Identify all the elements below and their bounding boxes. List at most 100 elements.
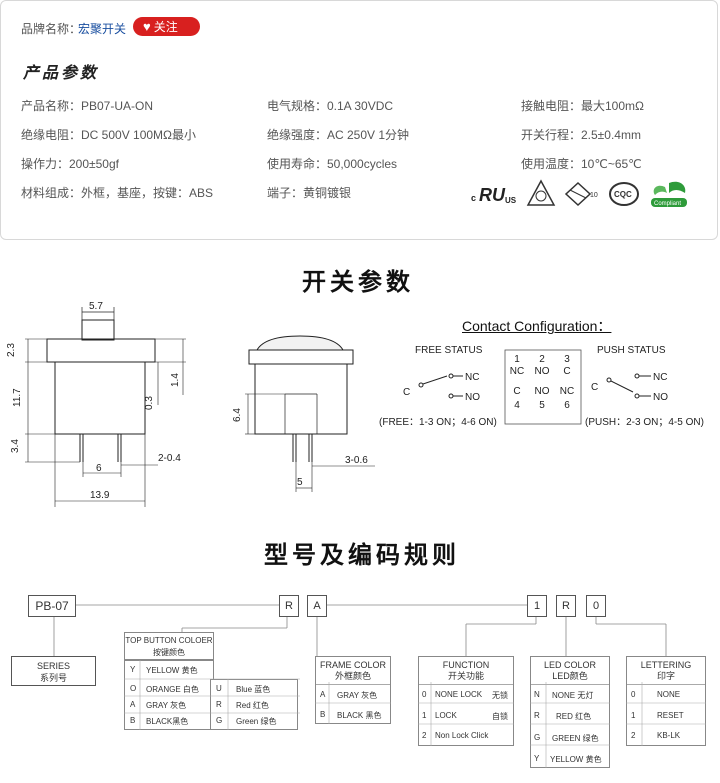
lettering-grid — [626, 682, 706, 746]
dim-d2: 0.3 — [144, 396, 155, 410]
ul-cert-icon: c RU US — [471, 185, 517, 205]
button-color-title: TOP BUTTON COLOER — [125, 636, 213, 645]
function-grid — [418, 682, 514, 746]
code-button-color-box: R — [279, 595, 299, 617]
button-color-code: R — [216, 700, 222, 709]
led-color-code: Y — [534, 754, 540, 763]
frame-color-code: B — [320, 710, 326, 719]
lettering-code: 0 — [631, 690, 636, 699]
button-color-name: ORANGE 白色 — [146, 685, 199, 694]
product-card: 品牌名称： 宏聚开关 ♥关注 产品参数 产品名称：PB07-UA-ON 电气规格… — [0, 0, 718, 240]
led-color-name: YELLOW 黄色 — [550, 755, 602, 764]
dim-h2: 11.7 — [12, 388, 23, 407]
free-no-label: NO — [465, 392, 480, 403]
pin-6: 6 — [564, 400, 570, 411]
led-color-name: GREEN 绿色 — [552, 734, 599, 743]
button-color-name: GRAY 灰色 — [146, 701, 187, 710]
led-color-grid — [530, 682, 610, 768]
dim-h3: 3.4 — [10, 439, 21, 453]
led-color-code: G — [534, 733, 541, 742]
cqc-cert-icon: CQC — [609, 182, 639, 206]
brand-label: 品牌名称： — [21, 22, 82, 36]
button-color-name: Green 绿色 — [236, 717, 277, 726]
frame-color-grid — [315, 682, 391, 724]
button-color-name: Blue 蓝色 — [236, 685, 271, 694]
dim-side-pin: 3-0.6 — [345, 455, 368, 466]
pin-3: 3 — [564, 354, 570, 365]
follow-button[interactable]: ♥关注 — [133, 17, 200, 36]
vde-cert-icon — [526, 179, 556, 206]
spec-item: 电气规格：0.1A 30VDC — [267, 99, 394, 113]
button-color-name: Red 红色 — [236, 701, 269, 710]
button-color-code: A — [130, 700, 136, 709]
params-title: 产品参数 — [23, 63, 100, 82]
pin-1-label: NC — [510, 366, 524, 377]
lettering-code: 1 — [631, 711, 636, 720]
svg-text:US: US — [505, 196, 517, 205]
spec-item: 材料组成：外框，基座，按键：ABS — [21, 186, 214, 200]
dim-top-width: 5.7 — [89, 301, 103, 312]
contact-config-diagram: FREE STATUS PUSH STATUS C NC NO 1 2 3 NC… — [379, 345, 704, 428]
lettering-title: LETTERING — [640, 660, 692, 670]
frame-color-name: GRAY 灰色 — [337, 691, 378, 700]
push-c-label: C — [591, 382, 598, 393]
function-code: 1 — [422, 711, 427, 720]
spec-item: 操作力：200±50gf — [21, 157, 119, 171]
led-color-title: LED COLOR — [543, 660, 596, 670]
led-color-code: N — [534, 690, 540, 699]
free-c-label: C — [403, 387, 410, 398]
function-name: NONE LOCK — [435, 690, 483, 699]
free-note: (FREE：1-3 ON；4-6 ON) — [379, 417, 497, 428]
spec-item: 端子：黄铜镀银 — [267, 186, 352, 200]
button-color-name: BLACK黑色 — [146, 717, 189, 726]
lettering-code: 2 — [631, 731, 636, 740]
function-subtitle: 开关功能 — [447, 671, 484, 681]
led-color-subtitle: LED颜色 — [552, 671, 588, 681]
push-nc-label: NC — [653, 372, 667, 383]
dim-side-pitch: 5 — [297, 477, 303, 488]
pin-1: 1 — [514, 354, 520, 365]
svg-text:CQC: CQC — [614, 190, 632, 199]
spec-item: 接触电阻：最大100mΩ — [521, 99, 644, 113]
heart-icon: ♥ — [143, 19, 151, 34]
lettering-name: KB-LK — [657, 731, 681, 740]
led-color-code: R — [534, 711, 540, 720]
free-nc-label: NC — [465, 372, 479, 383]
svg-text:c: c — [471, 193, 476, 203]
pin-6-label: NC — [560, 386, 574, 397]
button-color-grid — [124, 660, 300, 730]
button-color-name: YELLOW 黄色 — [146, 666, 198, 675]
button-color-subtitle: 按键颜色 — [153, 648, 185, 657]
dim-width: 13.9 — [90, 490, 110, 501]
function-name: Non Lock Click — [435, 731, 489, 740]
brand-link[interactable]: 宏聚开关 — [78, 22, 127, 36]
lettering-name: RESET — [657, 711, 684, 720]
pin-5-label: NO — [535, 386, 550, 397]
function-title: FUNCTION — [442, 660, 490, 670]
button-color-code: Y — [130, 665, 136, 674]
led-color-name: RED 红色 — [556, 712, 592, 721]
pin-3-label: C — [563, 366, 570, 377]
led-color-table: LED COLOR LED颜色 — [530, 656, 610, 768]
function-table: FUNCTION 开关功能 — [418, 656, 514, 746]
function-code: 2 — [422, 731, 427, 740]
enec-cert-icon: 10 — [564, 181, 598, 207]
spec-item: 绝缘电阻：DC 500V 100MΩ最小 — [21, 128, 197, 142]
lettering-name: NONE — [657, 690, 681, 699]
code-frame-color-box: A — [307, 595, 327, 617]
function-name-cn: 自锁 — [492, 712, 508, 721]
pin-4-label: C — [513, 386, 520, 397]
function-name: LOCK — [435, 711, 457, 720]
frame-color-title: FRAME COLOR — [319, 660, 386, 670]
pin-2: 2 — [539, 354, 545, 365]
pin-5: 5 — [539, 400, 545, 411]
side-view-drawing: 6.4 3-0.6 5 — [232, 335, 375, 492]
lettering-subtitle: 印字 — [656, 671, 675, 681]
svg-text:10: 10 — [590, 192, 598, 199]
code-rules-title: 型号及编码规则 — [264, 541, 460, 569]
svg-text:Compliant: Compliant — [654, 201, 681, 207]
series-box: SERIES 系列号 — [11, 656, 96, 686]
switch-params-title: 开关参数 — [302, 268, 414, 296]
spec-item: 使用温度：10℃~65℃ — [521, 157, 642, 171]
code-led-color-box: R — [556, 595, 576, 617]
